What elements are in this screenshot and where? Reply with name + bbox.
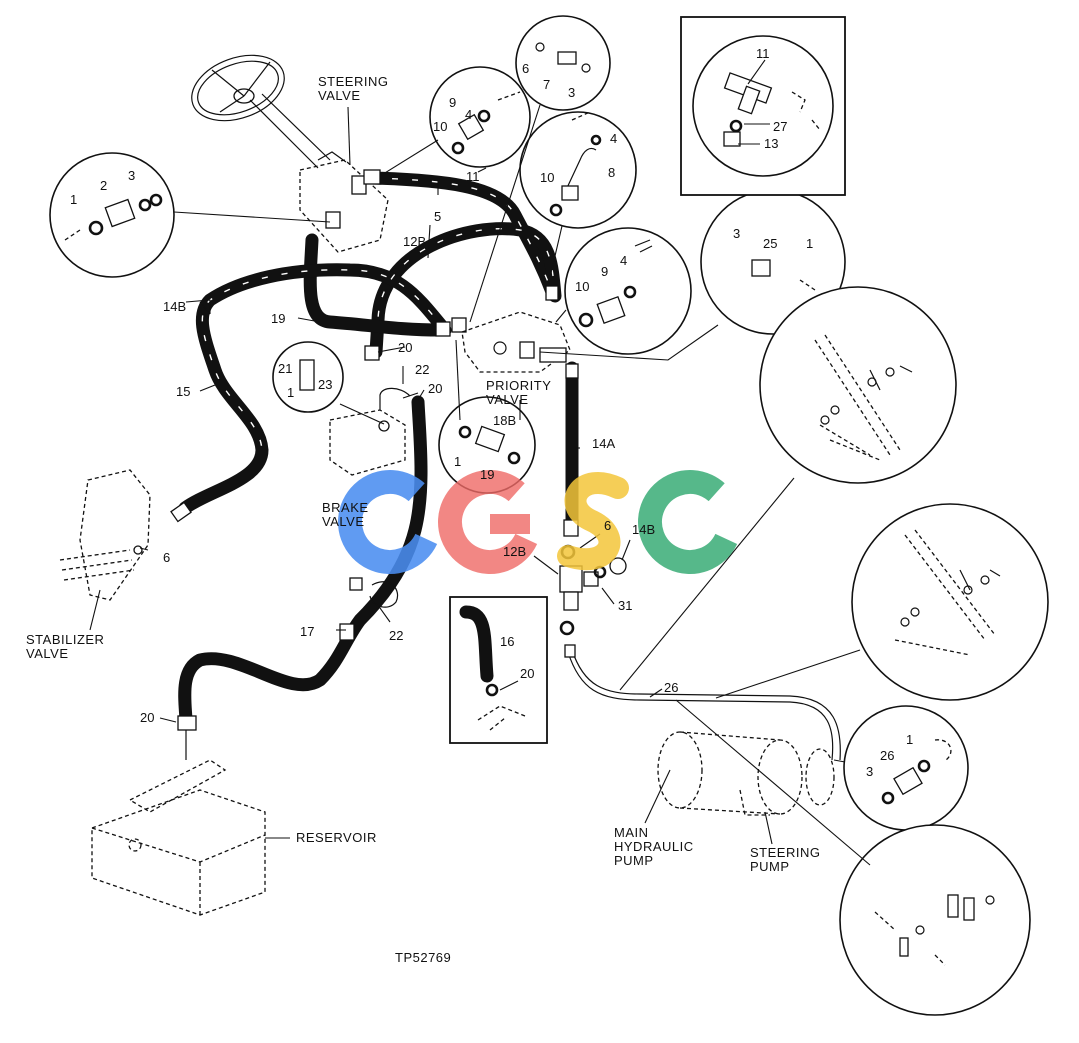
- callout: 27: [773, 119, 787, 134]
- callout: 20: [428, 381, 442, 396]
- callout: 10: [575, 279, 589, 294]
- callout: 1: [70, 192, 77, 207]
- callout: 17: [300, 624, 314, 639]
- detail-circle-fitting-1-2-3: [49, 152, 175, 278]
- inset-box-12a: [680, 16, 846, 196]
- callout: 26: [664, 680, 678, 695]
- callout: 10: [433, 119, 447, 134]
- callout: 12B: [403, 234, 426, 249]
- callout: 1: [906, 732, 913, 747]
- callout: 1: [287, 385, 294, 400]
- leader-lines: [89, 59, 871, 866]
- callout: 1: [454, 454, 461, 469]
- callout: 4: [610, 131, 617, 146]
- callout: 23: [318, 377, 332, 392]
- callout: 14A: [592, 436, 615, 451]
- tee-fitting-12b: [559, 544, 627, 636]
- detail-circle-fitting-4-9-10-lower: [564, 227, 692, 355]
- callout: 4: [620, 253, 627, 268]
- callout: 21: [278, 361, 292, 376]
- reservoir-body: [91, 715, 266, 916]
- detail-circle-exploded-upper: [759, 286, 957, 484]
- watermark-letter-g-red: [438, 470, 542, 574]
- callout: 5: [434, 209, 441, 224]
- callout: 22: [415, 362, 429, 377]
- figure-id: TP52769: [395, 950, 451, 965]
- callout: 16: [500, 634, 514, 649]
- callout: 18B: [493, 413, 516, 428]
- callout: 19: [271, 311, 285, 326]
- callout: 25: [763, 236, 777, 251]
- callout: 9: [601, 264, 608, 279]
- callout: 2: [100, 178, 107, 193]
- callout: 15: [176, 384, 190, 399]
- callout: 1: [806, 236, 813, 251]
- inset-box-18a: [449, 596, 548, 744]
- callout: 3: [568, 85, 575, 100]
- callout: 20: [398, 340, 412, 355]
- callout: 13: [764, 136, 778, 151]
- detail-circle-exploded-middle: [851, 503, 1049, 701]
- watermark-letter-c-blue: [338, 470, 442, 574]
- callout: 3: [733, 226, 740, 241]
- callout: 6: [522, 61, 529, 76]
- part-callouts: 1 2 3 5 4 9 10 11 6 7 3 4 8 10 4 9 10 3 …: [70, 46, 913, 779]
- callout: 8: [608, 165, 615, 180]
- callout: 26: [880, 748, 894, 763]
- steering-wheel: [191, 54, 331, 169]
- callout: 19: [480, 467, 494, 482]
- priority-valve-body: [461, 311, 571, 373]
- watermark-letter-s-yellow: [557, 472, 629, 571]
- callout: 20: [520, 666, 534, 681]
- callout: 12B: [503, 544, 526, 559]
- detail-circle-fitting-25-26: [272, 341, 344, 413]
- detail-circle-elbow-4-8-10: [519, 111, 637, 229]
- callout: 11: [466, 169, 480, 184]
- detail-circle-fitting-4-9-10-upper: [429, 66, 531, 168]
- callout: 3: [866, 764, 873, 779]
- pumps: [657, 731, 835, 816]
- callout: 20: [140, 710, 154, 725]
- watermark-letter-c-green: [638, 470, 742, 574]
- detail-circle-exploded-lower: [839, 824, 1031, 1016]
- callout: 22: [389, 628, 403, 643]
- callout: 7: [543, 77, 550, 92]
- stabilizer-valve-body: [59, 469, 151, 601]
- callout: 31: [618, 598, 632, 613]
- detail-circle-fitting-6-7-3: [515, 15, 611, 111]
- hose-fittings: [170, 169, 579, 658]
- callout: 14B: [632, 522, 655, 537]
- detail-circle-fitting-28: [843, 705, 969, 831]
- callout: 14B: [163, 299, 186, 314]
- callout: 9: [449, 95, 456, 110]
- callout: 6: [604, 518, 611, 533]
- callout: 10: [540, 170, 554, 185]
- label-reservoir: RESERVOIR: [296, 830, 377, 845]
- brake-valve-body: [329, 387, 411, 476]
- steering-valve-body: [299, 151, 389, 253]
- callout: 3: [128, 168, 135, 183]
- steel-line-27: [567, 649, 841, 761]
- callout: 4: [465, 107, 472, 122]
- watermark: [338, 470, 742, 574]
- callout: 11: [756, 46, 770, 61]
- callout: 6: [163, 550, 170, 565]
